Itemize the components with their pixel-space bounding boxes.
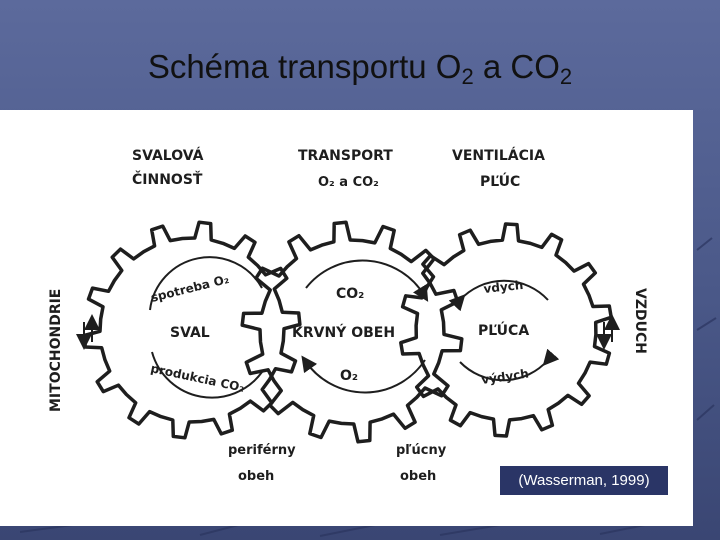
bottom-left-label-line1: periférny (228, 443, 296, 458)
header-transport-line2: O₂ a CO₂ (318, 175, 379, 190)
slide-title: Schéma transportu O2 a CO2 (147, 48, 573, 89)
gear-left-top-text: spotreba O₂ (149, 272, 230, 305)
gear-right-lungs (399, 222, 613, 438)
gear-center-top-text: CO₂ (336, 286, 364, 302)
header-muscle-line2: ČINNOSŤ (132, 170, 203, 188)
header-ventilation-line2: PĽÚC (480, 172, 520, 190)
right-exchange-arrows-icon (596, 314, 620, 350)
center-gear-upper-arrow (305, 259, 429, 302)
gear-center-circulation (240, 220, 464, 444)
gear-diagram: SVALOVÁ ČINNOSŤ TRANSPORT O₂ a CO₂ VENTI… (48, 147, 648, 484)
gear-right-bottom-text: výdych (480, 366, 529, 387)
bottom-left-label-line2: obeh (238, 469, 274, 484)
diagram-panel: SVALOVÁ ČINNOSŤ TRANSPORT O₂ a CO₂ VENTI… (0, 110, 693, 526)
right-gear-upper-arrow (448, 279, 549, 312)
gear-left-bottom-text: produkcia CO₂ (149, 361, 245, 395)
header-ventilation-line1: VENTILÁCIA (452, 147, 545, 164)
center-gear-lower-arrow (301, 355, 426, 394)
gear-label-blood-circulation: KRVNÝ OBEH (292, 323, 395, 341)
right-gear-lower-arrow (459, 348, 560, 382)
bottom-right-label-line2: obeh (400, 469, 436, 484)
header-transport-line1: TRANSPORT (298, 148, 393, 164)
bottom-right-label-line1: pľúcny (396, 443, 447, 458)
gear-right-top-text: vdych (483, 278, 524, 296)
left-gear-upper-arc (149, 256, 263, 311)
side-label-air: VZDUCH (632, 288, 648, 354)
gear-label-lungs: PĽÚCA (478, 321, 529, 339)
left-gear-lower-arc (151, 351, 263, 399)
citation-label: (Wasserman, 1999) (499, 465, 669, 496)
gear-label-muscle: SVAL (170, 325, 210, 341)
gear-left-muscle (82, 220, 302, 440)
header-muscle-line1: SVALOVÁ (132, 147, 204, 164)
side-label-mitochondria: MITOCHONDRIE (48, 289, 64, 412)
gear-center-bottom-text: O₂ (340, 368, 358, 384)
